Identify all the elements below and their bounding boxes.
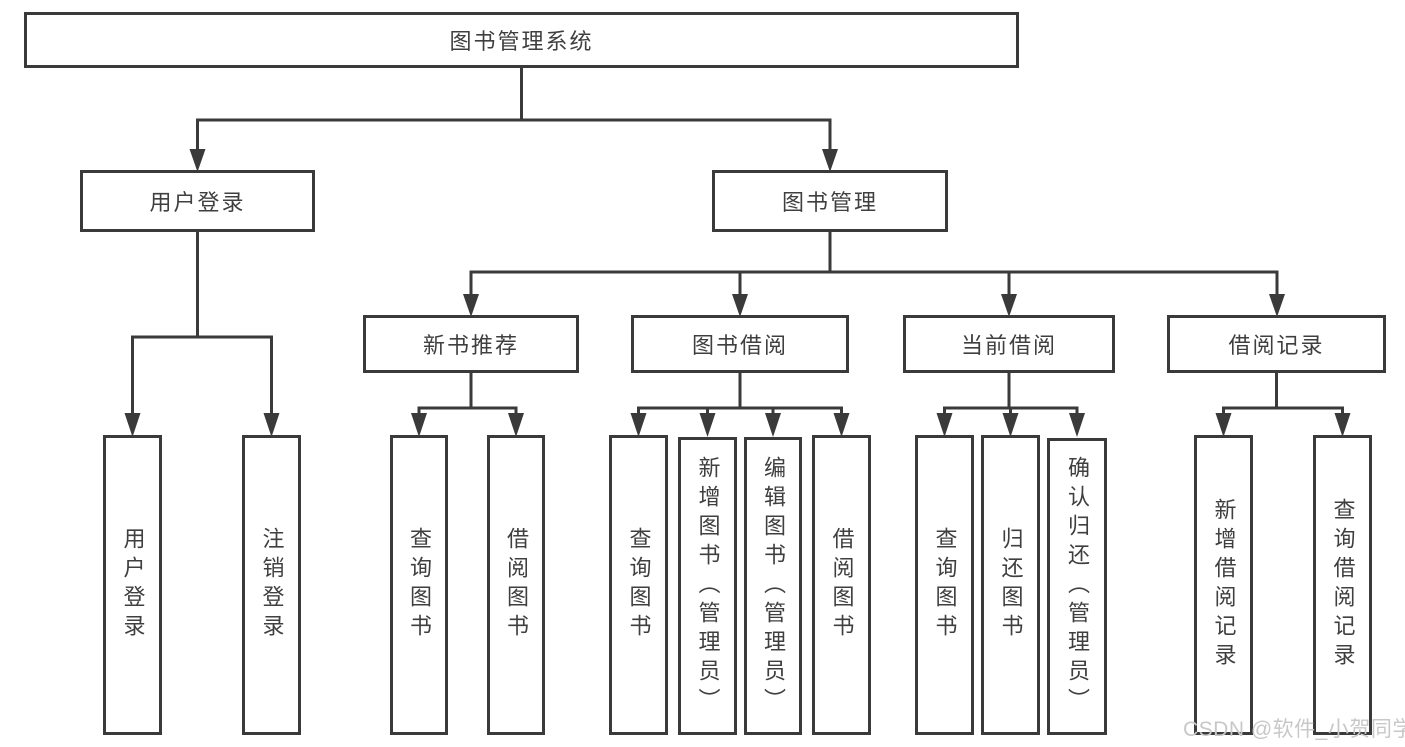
leaf-query-books-recommend: 查询图书 — [390, 435, 448, 735]
node-book-borrow: 图书借阅 — [631, 315, 849, 373]
node-current-borrow-label: 当前借阅 — [960, 333, 1057, 358]
leaf-query-books-recommend-label: 查询图书 — [407, 527, 432, 643]
leaf-confirm-return-admin-label: 确认归还（管理员） — [1065, 456, 1090, 717]
node-borrow-records: 借阅记录 — [1167, 315, 1386, 373]
leaf-query-books-current-label: 查询图书 — [932, 527, 958, 643]
leaf-add-books-admin-label: 新增图书（管理员） — [695, 455, 721, 717]
leaf-query-borrow-record-label: 查询借阅记录 — [1330, 498, 1356, 672]
node-current-borrow: 当前借阅 — [903, 315, 1115, 373]
node-book-management-label: 图书管理 — [781, 190, 878, 215]
node-user-login: 用户登录 — [80, 170, 315, 232]
node-new-book-recommend-label: 新书推荐 — [422, 333, 519, 358]
leaf-add-borrow-record: 新增借阅记录 — [1194, 435, 1253, 735]
leaf-borrow-books-recommend: 借阅图书 — [487, 435, 545, 735]
node-root-label: 图书管理系统 — [449, 29, 594, 54]
leaf-user-login: 用户登录 — [103, 435, 162, 735]
leaf-borrow-books-recommend-label: 借阅图书 — [504, 527, 529, 643]
leaf-query-borrow-record: 查询借阅记录 — [1313, 435, 1372, 735]
leaf-user-login-label: 用户登录 — [120, 527, 146, 643]
leaf-borrow-books-label: 借阅图书 — [829, 527, 855, 643]
node-borrow-records-label: 借阅记录 — [1228, 333, 1325, 358]
leaf-query-books-current: 查询图书 — [915, 435, 974, 735]
leaf-return-books: 归还图书 — [981, 435, 1040, 735]
leaf-edit-books-admin-label: 编辑图书（管理员） — [761, 455, 786, 717]
leaf-return-books-label: 归还图书 — [998, 527, 1024, 643]
leaf-add-books-admin: 新增图书（管理员） — [678, 437, 737, 735]
leaf-query-books-borrow-label: 查询图书 — [626, 527, 652, 643]
leaf-borrow-books: 借阅图书 — [812, 435, 871, 735]
node-book-borrow-label: 图书借阅 — [691, 333, 788, 358]
leaf-add-borrow-record-label: 新增借阅记录 — [1211, 498, 1237, 672]
node-user-login-label: 用户登录 — [149, 190, 246, 215]
leaf-query-books-borrow: 查询图书 — [609, 435, 668, 735]
leaf-logout-label: 注销登录 — [259, 527, 285, 643]
node-book-management: 图书管理 — [712, 170, 948, 232]
leaf-edit-books-admin: 编辑图书（管理员） — [744, 437, 802, 735]
leaf-logout: 注销登录 — [242, 435, 301, 735]
node-root: 图书管理系统 — [24, 12, 1019, 68]
node-new-book-recommend: 新书推荐 — [363, 315, 579, 373]
leaf-confirm-return-admin: 确认归还（管理员） — [1047, 438, 1107, 735]
watermark: CSDN @软件_小贺同学 — [1183, 718, 1405, 741]
